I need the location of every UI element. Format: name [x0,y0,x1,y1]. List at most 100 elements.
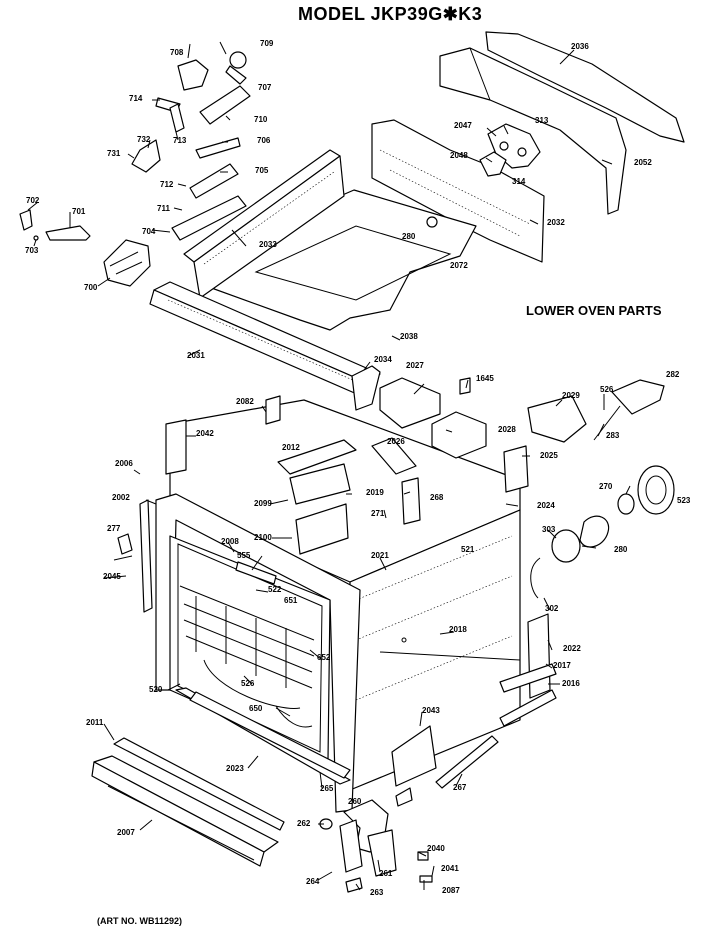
callout-710: 710 [254,115,268,124]
callout-707: 707 [258,83,272,92]
callout-282: 282 [666,370,680,379]
callout-314: 314 [512,177,526,186]
bracket-2034 [352,366,380,410]
vent-cover-2036 [440,32,684,214]
callout-2018: 2018 [449,625,467,634]
callout-261: 261 [379,869,393,878]
callout-2016: 2016 [562,679,580,688]
callout-2029: 2029 [562,391,580,400]
callout-2012: 2012 [282,443,300,452]
section-heading: LOWER OVEN PARTS [526,303,662,318]
callout-2099: 2099 [254,499,272,508]
callout-521: 521 [461,545,475,554]
callout-2041: 2041 [441,864,459,873]
rear-panel-2032 [372,120,544,262]
callout-2036: 2036 [571,42,589,51]
callout-2023: 2023 [226,764,244,773]
art-number: (ART NO. WB11292) [97,916,183,926]
callout-2100: 2100 [254,533,272,542]
callout-703: 703 [25,246,39,255]
callout-2019: 2019 [366,488,384,497]
callout-268: 268 [430,493,444,502]
callout-2028: 2028 [498,425,516,434]
callout-523: 523 [677,496,691,505]
callout-2031: 2031 [187,351,205,360]
callout-2017: 2017 [553,661,571,670]
callout-2008: 2008 [221,537,239,546]
callout-526b: 526 [241,679,255,688]
callout-280b: 280 [614,545,628,554]
callout-711: 711 [157,204,170,213]
callout-2021: 2021 [371,551,389,560]
callout-2042: 2042 [196,429,214,438]
callout-713: 713 [173,136,187,145]
model-title: MODEL JKP39G✱K3 [298,4,483,24]
callout-700: 700 [84,283,98,292]
callout-731: 731 [107,149,121,158]
callout-712: 712 [160,180,174,189]
callout-650: 650 [249,704,263,713]
callout-709: 709 [260,39,274,48]
callout-2025: 2025 [540,451,558,460]
callout-264: 264 [306,877,320,886]
callout-2006: 2006 [115,459,133,468]
callout-704: 704 [142,227,156,236]
callout-267: 267 [453,783,467,792]
callout-2043: 2043 [422,706,440,715]
callout-2027: 2027 [406,361,424,370]
callout-2034: 2034 [374,355,392,364]
callout-277: 277 [107,524,121,533]
callout-260: 260 [348,797,362,806]
callout-262: 262 [297,819,311,828]
callout-2011: 2011 [86,718,104,727]
callout-2007: 2007 [117,828,135,837]
callout-2040: 2040 [427,844,445,853]
callout-522: 522 [268,585,282,594]
side-rail-2033 [184,150,344,298]
callout-2026: 2026 [387,437,405,446]
leader-lines [28,42,630,890]
callout-520: 520 [149,685,163,694]
callout-1645: 1645 [476,374,494,383]
callout-270: 270 [599,482,613,491]
right-side-rails [118,500,556,788]
callout-701: 701 [72,207,86,216]
callout-706: 706 [257,136,271,145]
callout-263: 263 [370,888,384,897]
callout-555: 555 [237,551,251,560]
callout-2033: 2033 [259,240,277,249]
callout-2087: 2087 [442,886,460,895]
callout-705: 705 [255,166,269,175]
callout-302: 302 [545,604,559,613]
callout-2052: 2052 [634,158,652,167]
bottom-trims [92,738,284,866]
callout-2002: 2002 [112,493,130,502]
callout-708: 708 [170,48,184,57]
callout-2082: 2082 [236,397,254,406]
callout-526a: 526 [600,385,614,394]
callout-714: 714 [129,94,143,103]
callout-303: 303 [542,525,556,534]
light-assembly [460,378,674,598]
callout-651: 651 [284,596,298,605]
hinge-parts [190,692,432,892]
callout-2032: 2032 [547,218,565,227]
callout-732: 732 [137,135,151,144]
callout-2047: 2047 [454,121,472,130]
callout-652: 652 [317,653,331,662]
callout-283: 283 [606,431,620,440]
callout-702: 702 [26,196,40,205]
callout-2038: 2038 [400,332,418,341]
callout-271: 271 [371,509,385,518]
callout-2045: 2045 [103,572,121,581]
callout-313: 313 [535,116,549,125]
callout-2072: 2072 [450,261,468,270]
callout-2048: 2048 [450,151,468,160]
callout-280a: 280 [402,232,416,241]
callout-2022: 2022 [563,644,581,653]
callout-2024: 2024 [537,501,555,510]
latch-assembly [20,52,250,286]
callout-265: 265 [320,784,334,793]
